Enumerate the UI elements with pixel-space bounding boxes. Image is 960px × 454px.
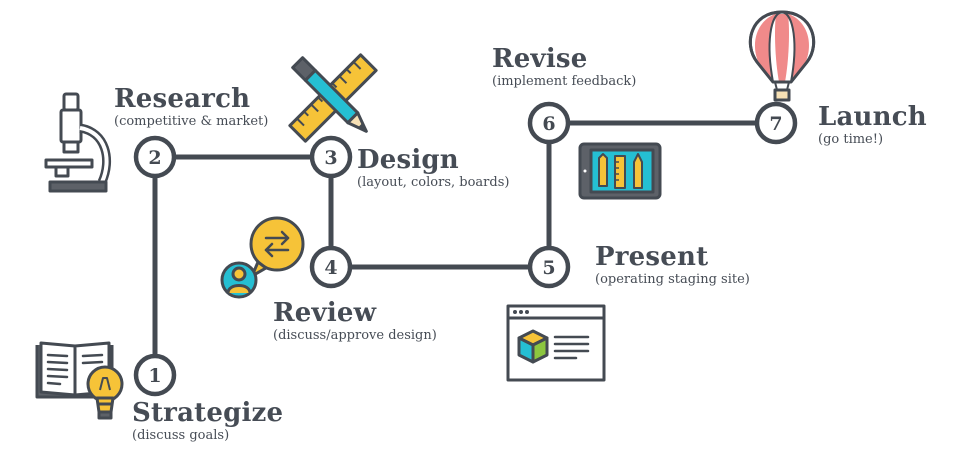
step-7-label: Launch (go time!) <box>818 102 927 148</box>
node-7: 7 <box>754 101 798 145</box>
step-5-label: Present (operating staging site) <box>595 242 750 288</box>
step-4-subtitle: (discuss/approve design) <box>273 328 437 343</box>
step-7-subtitle: (go time!) <box>818 132 884 147</box>
ruler-pencil-icon <box>288 53 378 143</box>
step-5-title: Present <box>595 242 709 272</box>
step-3-subtitle: (layout, colors, boards) <box>357 175 510 190</box>
node-4: 4 <box>309 245 353 289</box>
step-4-title: Review <box>273 298 377 328</box>
node-2: 2 <box>133 135 177 179</box>
step-7-title: Launch <box>818 102 927 132</box>
node-6: 6 <box>527 101 571 145</box>
node-1-number: 1 <box>148 365 161 387</box>
node-1: 1 <box>133 353 177 397</box>
step-6-title: Revise <box>492 44 588 74</box>
book-lightbulb-icon <box>35 341 124 420</box>
hot-air-balloon-icon <box>748 10 816 102</box>
step-2-label: Research (competitive & market) <box>114 84 268 130</box>
step-3-title: Design <box>357 145 459 175</box>
step-6-subtitle: (implement feedback) <box>492 74 637 89</box>
node-6-number: 6 <box>542 113 555 135</box>
node-3: 3 <box>309 135 353 179</box>
step-2-title: Research <box>114 84 251 114</box>
step-1-title: Strategize <box>132 398 284 428</box>
node-5-number: 5 <box>542 257 555 279</box>
user-swap-bubble-icon <box>220 216 305 299</box>
step-3-label: Design (layout, colors, boards) <box>357 145 509 191</box>
node-4-number: 4 <box>324 257 337 279</box>
step-2-subtitle: (competitive & market) <box>114 114 269 129</box>
step-1-subtitle: (discuss goals) <box>132 428 230 443</box>
node-2-number: 2 <box>148 147 161 169</box>
step-6-label: Revise (implement feedback) <box>492 44 636 90</box>
node-7-number: 7 <box>769 113 782 135</box>
step-1-label: Strategize (discuss goals) <box>132 398 283 444</box>
step-5-subtitle: (operating staging site) <box>595 272 750 287</box>
node-5: 5 <box>527 245 571 289</box>
connectors <box>152 120 760 359</box>
microscope-icon <box>44 92 112 193</box>
tablet-tools-icon <box>578 142 662 200</box>
browser-window-icon <box>506 304 606 382</box>
node-3-number: 3 <box>324 147 337 169</box>
step-4-label: Review (discuss/approve design) <box>273 298 437 344</box>
